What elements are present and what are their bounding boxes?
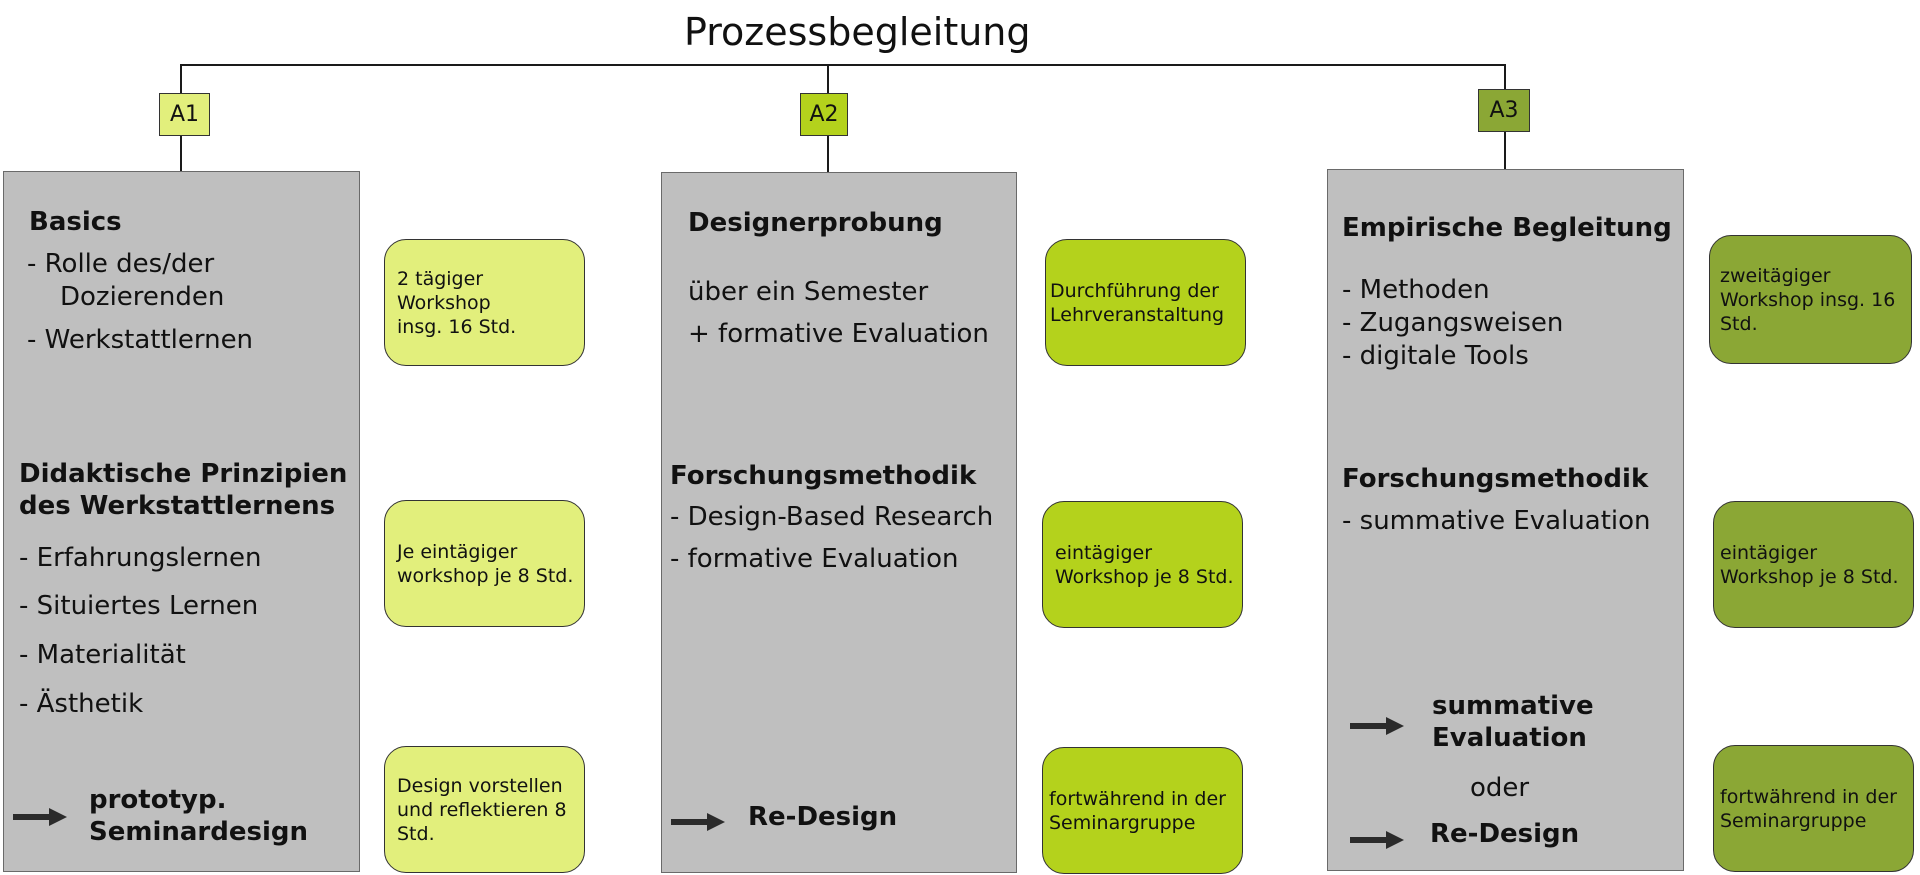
note-line: Lehrveranstaltung <box>1050 303 1225 326</box>
a1-note-design: Design vorstellen und reflektieren 8 Std… <box>384 746 585 873</box>
connector-horizontal <box>180 64 1506 66</box>
tag-a1: A1 <box>159 93 210 136</box>
note-line: Std. <box>397 822 435 845</box>
a3-result-line1: summative <box>1432 691 1594 721</box>
a3-item: - Methoden <box>1342 275 1490 305</box>
a1-result-line1: prototyp. <box>89 785 227 815</box>
a2-item: über ein Semester <box>688 277 929 307</box>
note-line: Workshop <box>397 291 491 314</box>
connector-a1-top <box>180 64 182 94</box>
a1-result-line2: Seminardesign <box>89 817 308 847</box>
note-line: workshop je 8 Std. <box>397 564 574 587</box>
a2-note-durchfuehrung: Durchführung der Lehrveranstaltung <box>1045 239 1246 366</box>
a1-item: - Erfahrungslernen <box>19 543 262 573</box>
connector-a2-top <box>827 64 829 94</box>
a2-item: - Design-Based Research <box>670 502 994 532</box>
note-line: Std. <box>1720 312 1758 335</box>
a1-note-workshop: 2 tägiger Workshop insg. 16 Std. <box>384 239 585 366</box>
note-line: Design vorstellen <box>397 774 563 797</box>
a2-note-seminargruppe: fortwährend in der Seminargruppe <box>1042 747 1243 874</box>
a1-note-eintaegig: Je eintägiger workshop je 8 Std. <box>384 500 585 627</box>
a3-note-seminargruppe: fortwährend in der Seminargruppe <box>1713 745 1914 872</box>
a3-heading-forschungsmethodik: Forschungsmethodik <box>1342 464 1649 494</box>
a2-heading-forschungsmethodik: Forschungsmethodik <box>670 461 977 491</box>
a3-item: - digitale Tools <box>1342 341 1529 371</box>
a3-item: - summative Evaluation <box>1342 506 1651 536</box>
a3-note-eintaegig: eintägiger Workshop je 8 Std. <box>1713 501 1914 628</box>
a3-result-redesign: Re-Design <box>1430 819 1580 849</box>
note-line: Workshop je 8 Std. <box>1055 565 1234 588</box>
note-line: fortwährend in der <box>1049 787 1226 810</box>
note-line: fortwährend in der <box>1720 785 1897 808</box>
note-line: Workshop je 8 Std. <box>1720 565 1899 588</box>
a3-note-zweitaegig: zweitägiger Workshop insg. 16 Std. <box>1709 235 1912 364</box>
connector-a3-top <box>1504 64 1506 90</box>
a1-item: Dozierenden <box>60 282 225 312</box>
a2-result: Re-Design <box>748 802 898 832</box>
connector-a2-bottom <box>827 136 829 172</box>
a1-heading-prinzipien-line2: des Werkstattlernens <box>19 491 336 521</box>
a2-item: + formative Evaluation <box>688 319 989 349</box>
panel-a2: Designerprobung über ein Semester + form… <box>661 172 1017 873</box>
a1-item: - Materialität <box>19 640 186 670</box>
a1-heading-basics: Basics <box>29 207 122 237</box>
note-line: Je eintägiger <box>397 540 518 563</box>
diagram-title: Prozessbegleitung <box>684 10 1031 54</box>
note-line: zweitägiger <box>1720 264 1831 287</box>
note-line: Durchführung der <box>1050 279 1219 302</box>
a1-item: - Rolle des/der <box>27 249 215 279</box>
a2-note-eintaegig: eintägiger Workshop je 8 Std. <box>1042 501 1243 628</box>
tag-a2: A2 <box>800 93 848 136</box>
right-arrow-icon <box>13 808 67 826</box>
panel-a1: Basics - Rolle des/der Dozierenden - Wer… <box>3 171 360 872</box>
note-line: eintägiger <box>1720 541 1818 564</box>
note-line: insg. 16 Std. <box>397 315 517 338</box>
note-line: Seminargruppe <box>1720 809 1867 832</box>
a2-item: - formative Evaluation <box>670 544 959 574</box>
right-arrow-icon <box>1350 831 1404 849</box>
connector-a1-bottom <box>180 136 182 172</box>
note-line: Seminargruppe <box>1049 811 1196 834</box>
a3-heading-empirische-begleitung: Empirische Begleitung <box>1342 213 1672 243</box>
a3-result-line2: Evaluation <box>1432 723 1587 753</box>
a3-result-or: oder <box>1470 773 1530 803</box>
note-line: 2 tägiger <box>397 267 484 290</box>
tag-a3: A3 <box>1478 89 1530 132</box>
a1-heading-prinzipien-line1: Didaktische Prinzipien <box>19 459 348 489</box>
a1-item: - Werkstattlernen <box>27 325 254 355</box>
a3-item: - Zugangsweisen <box>1342 308 1564 338</box>
a1-item: - Ästhetik <box>19 689 144 719</box>
note-line: eintägiger <box>1055 541 1153 564</box>
panel-a3: Empirische Begleitung - Methoden - Zugan… <box>1327 169 1684 871</box>
a2-heading-designerprobung: Designerprobung <box>688 208 943 238</box>
right-arrow-icon <box>671 813 725 831</box>
right-arrow-icon <box>1350 717 1404 735</box>
a1-item: - Situiertes Lernen <box>19 591 259 621</box>
note-line: Workshop insg. 16 <box>1720 288 1896 311</box>
note-line: und reflektieren 8 <box>397 798 567 821</box>
connector-a3-bottom <box>1504 132 1506 170</box>
